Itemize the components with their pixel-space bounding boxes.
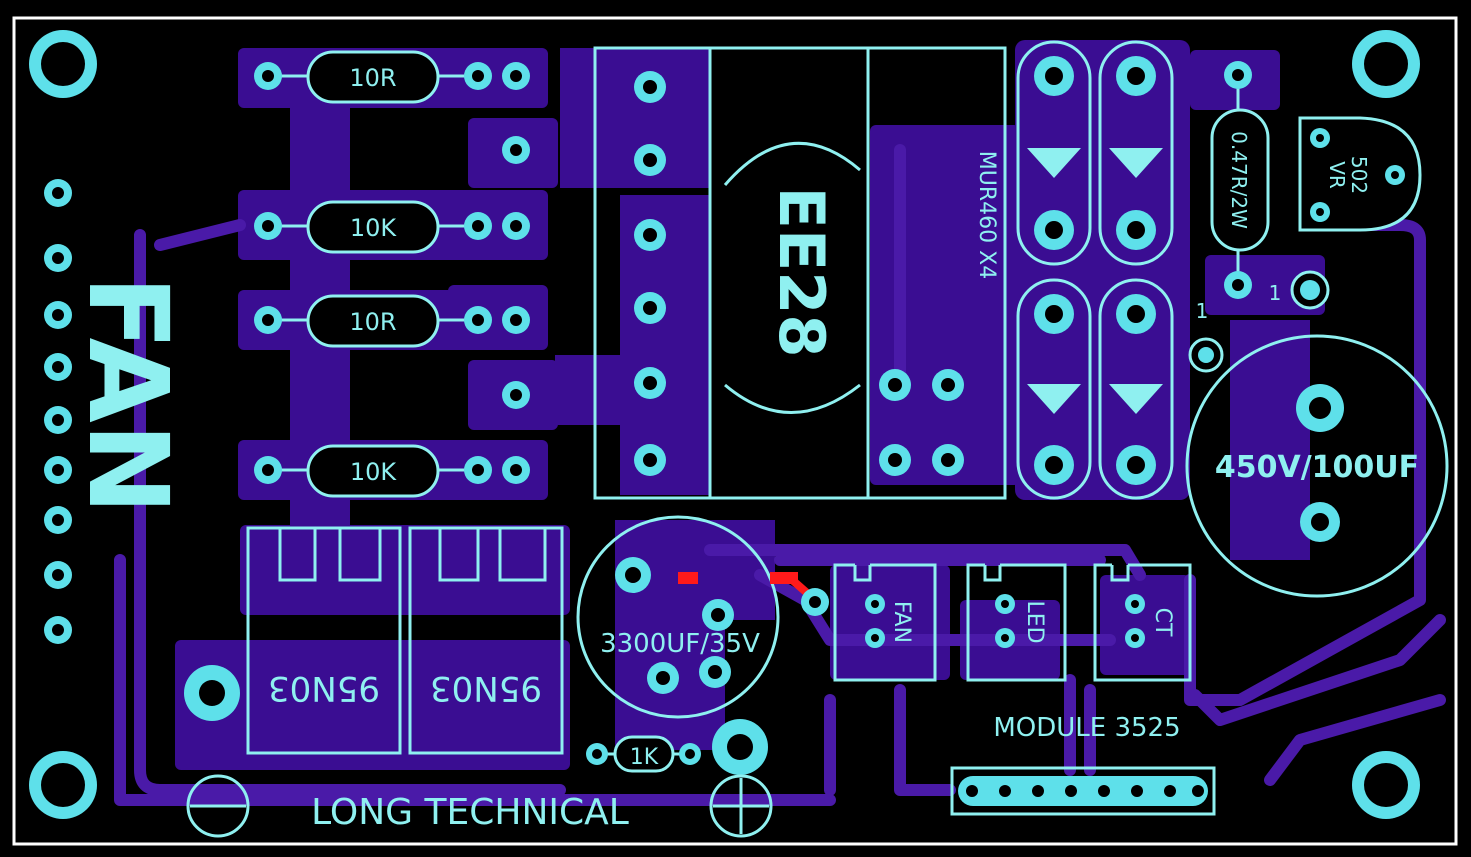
connector-fan: FAN bbox=[833, 563, 937, 682]
connector-ct-label: CT bbox=[1150, 608, 1175, 637]
resistor-r5-label: 1K bbox=[630, 745, 659, 770]
plus-terminal-icon bbox=[709, 774, 773, 838]
resistor-r1-label: 10R bbox=[349, 64, 396, 92]
potentiometer-value: 502 bbox=[1347, 156, 1371, 194]
pin-one-mark-a: 1 bbox=[1196, 299, 1209, 323]
footer-label: LONG TECHNICAL bbox=[311, 792, 629, 833]
capacitor-450v: 450V/100UF bbox=[1185, 334, 1449, 598]
board-outline bbox=[12, 16, 1458, 846]
left-edge-pads bbox=[44, 179, 72, 644]
diode-d1 bbox=[1016, 40, 1092, 266]
diode-d4 bbox=[1098, 278, 1174, 500]
transformer-ee28: EE28 bbox=[593, 46, 1007, 500]
pin-one-mark-b: 1 bbox=[1269, 281, 1282, 305]
resistor-r6-label: 0.47R/2W bbox=[1227, 131, 1251, 229]
mounting-hole-top-left bbox=[29, 30, 97, 98]
connector-led-label: LED bbox=[1022, 600, 1047, 643]
resistor-r6: 0.47R/2W bbox=[1210, 61, 1270, 299]
single-pads bbox=[502, 136, 530, 409]
connector-fan-label: FAN bbox=[889, 601, 914, 643]
mosfet-q2: 95N03 bbox=[408, 526, 564, 755]
module-header bbox=[950, 766, 1216, 816]
resistor-r5: 1K bbox=[586, 735, 701, 773]
minus-terminal-icon bbox=[186, 774, 250, 838]
jumper-wire bbox=[678, 572, 829, 616]
mounting-hole-bottom-right bbox=[1352, 751, 1420, 819]
mosfet-heatsink-pad bbox=[184, 665, 240, 721]
capacitor-3300uf: 3300UF/35V bbox=[576, 515, 780, 719]
resistor-r4: 10K bbox=[254, 444, 530, 498]
diodes-label: MUR460 X4 bbox=[974, 151, 999, 279]
capacitor-450v-label: 450V/100UF bbox=[1215, 450, 1419, 485]
potentiometer-vr-label: VR bbox=[1325, 161, 1349, 189]
diode-d3 bbox=[1016, 278, 1092, 500]
mounting-hole-top-right bbox=[1352, 30, 1420, 98]
mosfet-q1: 95N03 bbox=[246, 526, 402, 755]
transformer-label: EE28 bbox=[765, 187, 838, 358]
module-label: MODULE 3525 bbox=[993, 713, 1180, 743]
resistor-r3: 10R bbox=[254, 294, 530, 348]
fan-label: FAN bbox=[64, 275, 192, 515]
resistor-r2-label: 10K bbox=[350, 214, 398, 242]
resistor-r4-label: 10K bbox=[350, 458, 398, 486]
mounting-hole-bottom-left bbox=[29, 751, 97, 819]
pin-one-marks: 1 1 bbox=[1188, 270, 1330, 373]
copper-traces bbox=[114, 144, 1446, 806]
resistor-r1: 10R bbox=[254, 50, 530, 104]
power-pad bbox=[712, 719, 768, 775]
capacitor-3300uf-label: 3300UF/35V bbox=[600, 629, 760, 659]
mosfet-q2-label: 95N03 bbox=[430, 668, 542, 708]
resistor-r3-label: 10R bbox=[349, 308, 396, 336]
diode-d2 bbox=[1098, 40, 1174, 266]
mosfet-q1-label: 95N03 bbox=[268, 668, 380, 708]
resistor-r2: 10K bbox=[254, 200, 530, 254]
connector-ct: CT bbox=[1093, 563, 1192, 682]
connector-led: LED bbox=[966, 563, 1067, 682]
potentiometer-502: 502 VR bbox=[1298, 116, 1422, 232]
